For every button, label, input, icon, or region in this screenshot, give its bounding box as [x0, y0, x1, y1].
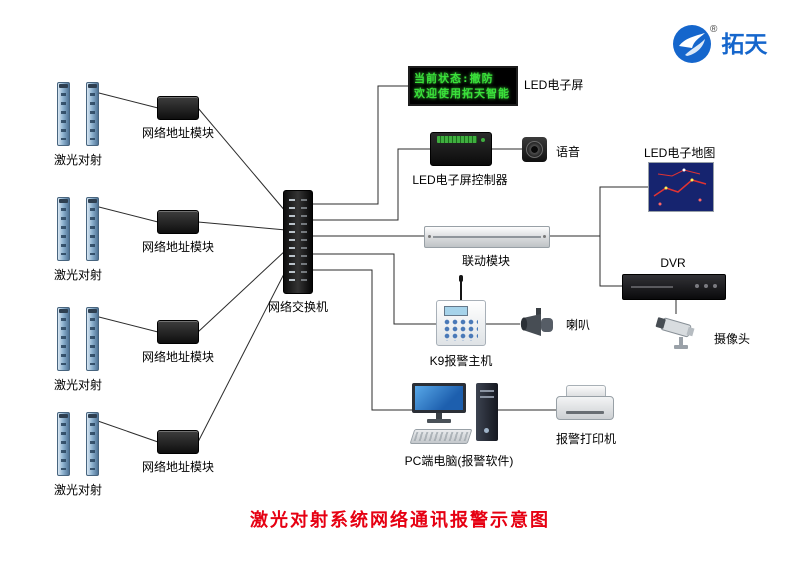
tower-icon	[476, 383, 498, 441]
monitor-screen-icon	[412, 383, 466, 413]
laser-post-icon	[57, 307, 70, 371]
module-label: 网络地址模块	[141, 126, 214, 140]
led-map-panel	[648, 162, 714, 212]
logo-icon	[673, 25, 711, 63]
network-address-module: 网络地址模块	[136, 430, 220, 475]
laser-pair-label: 激光对射	[53, 268, 102, 282]
camera-device	[652, 310, 704, 352]
monitor-base-icon	[427, 419, 451, 423]
switch-label: 网络交换机	[267, 300, 328, 314]
printer-slot-icon	[566, 411, 604, 414]
laser-pair-label: 激光对射	[53, 483, 102, 497]
led-display: 当前状态:撤防 欢迎使用拓天智能	[408, 66, 518, 106]
laser-posts-icon	[57, 82, 99, 146]
dvr-label: DVR	[660, 256, 686, 270]
k9-alarm-host	[435, 275, 487, 346]
pc-workstation	[409, 383, 500, 444]
module-box-icon	[157, 320, 199, 344]
led-display-line1: 当前状态:撤防	[414, 71, 494, 85]
k9-panel-icon	[436, 300, 486, 346]
laser-pair-label: 激光对射	[53, 378, 102, 392]
dvr-icon	[622, 274, 726, 300]
laser-detector-pair: 激光对射	[48, 412, 108, 498]
led-screen-label: LED电子屏	[524, 78, 584, 92]
voice-speaker-icon	[522, 137, 547, 162]
laser-posts-icon	[57, 307, 99, 371]
monitor-stand-icon	[436, 413, 442, 419]
printer-body-icon	[556, 396, 614, 420]
module-box-icon	[157, 96, 199, 120]
laser-posts-icon	[57, 197, 99, 261]
horn-speaker	[520, 306, 560, 344]
keyboard-icon	[409, 429, 473, 444]
k9-screen-icon	[444, 306, 468, 316]
laser-post-icon	[57, 197, 70, 261]
laser-detector-pair: 激光对射	[48, 197, 108, 283]
registered-mark: ®	[710, 24, 718, 35]
linkage-module-label: 联动模块	[461, 254, 510, 268]
laser-post-icon	[57, 82, 70, 146]
printer-device	[556, 385, 614, 427]
network-address-module: 网络地址模块	[136, 210, 220, 255]
brand-logo: ® 拓天	[672, 24, 767, 64]
antenna-icon	[459, 275, 463, 300]
laser-post-icon	[86, 412, 99, 476]
horn-icon	[520, 308, 553, 336]
camera-label: 摄像头	[714, 332, 751, 346]
laser-post-icon	[86, 197, 99, 261]
laser-detector-pair: 激光对射	[48, 307, 108, 393]
k9-keypad-icon	[444, 319, 478, 341]
led-controller-icon	[430, 132, 492, 166]
module-label: 网络地址模块	[141, 240, 214, 254]
camera-icon	[655, 317, 695, 349]
laser-post-icon	[57, 412, 70, 476]
module-label: 网络地址模块	[141, 460, 214, 474]
module-box-icon	[157, 430, 199, 454]
laser-posts-icon	[57, 412, 99, 476]
k9-host-label: K9报警主机	[429, 354, 493, 368]
network-address-module: 网络地址模块	[136, 320, 220, 365]
printer-label: 报警打印机	[555, 432, 616, 446]
laser-post-icon	[86, 82, 99, 146]
network-address-module: 网络地址模块	[136, 96, 220, 141]
brand-name: 拓天	[721, 31, 768, 57]
laser-post-icon	[86, 307, 99, 371]
led-display-line2: 欢迎使用拓天智能	[414, 87, 510, 100]
laser-pair-label: 激光对射	[53, 153, 102, 167]
linkage-module-icon	[424, 226, 550, 248]
horn-label: 喇叭	[566, 318, 591, 332]
network-switch: 网络交换机	[248, 190, 348, 315]
monitor-icon	[412, 383, 466, 423]
voice-label: 语音	[556, 145, 581, 159]
diagram-title: 激光对射系统网络通讯报警示意图	[250, 510, 550, 530]
switch-icon	[283, 190, 313, 294]
led-controller-label: LED电子屏控制器	[412, 173, 508, 187]
module-label: 网络地址模块	[141, 350, 214, 364]
laser-detector-pair: 激光对射	[48, 82, 108, 168]
led-map-label: LED电子地图	[644, 146, 716, 160]
pc-label: PC端电脑(报警软件)	[404, 454, 514, 468]
led-map-icon	[648, 162, 714, 212]
module-box-icon	[157, 210, 199, 234]
